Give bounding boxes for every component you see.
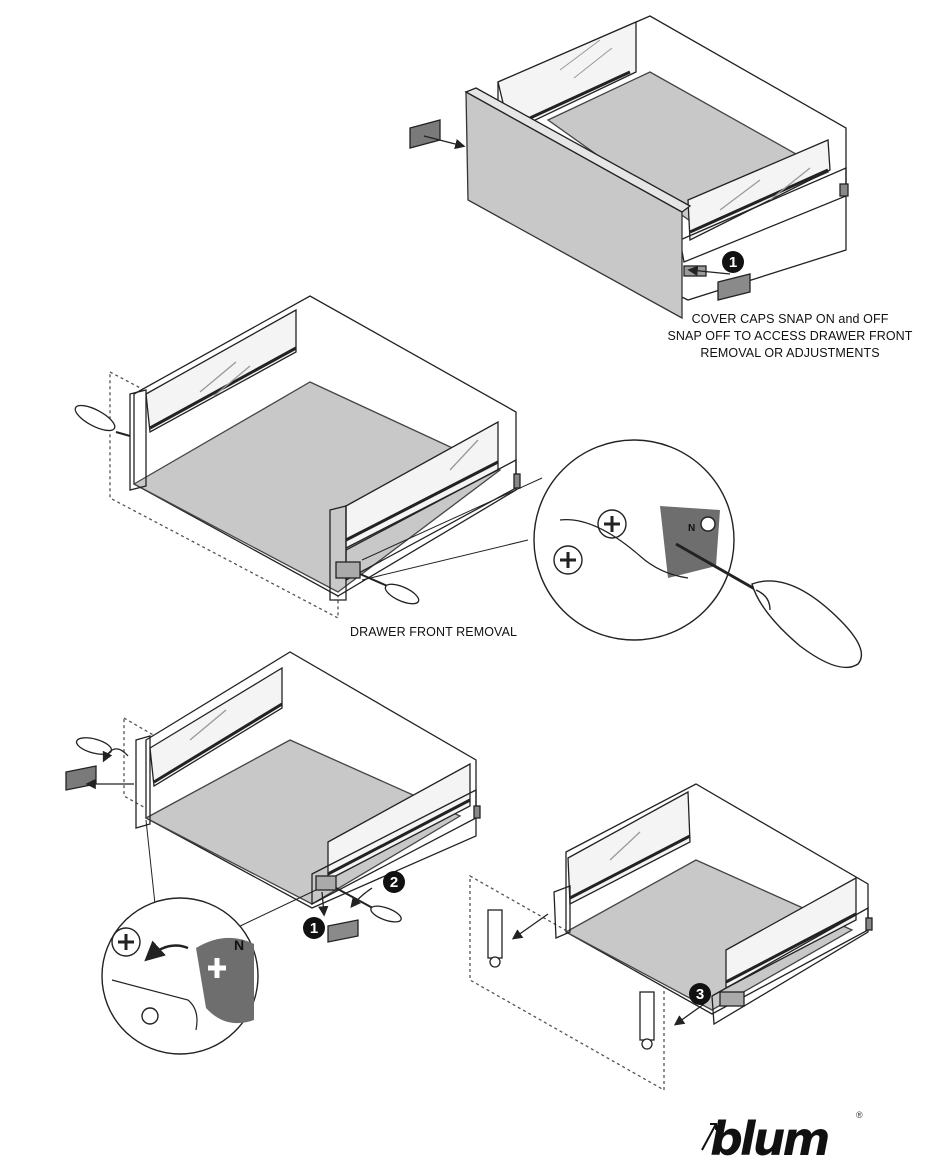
blum-arrow-icon (701, 1123, 717, 1151)
drawer-lower-left (65, 651, 481, 943)
drawer-front-removal-caption: DRAWER FRONT REMOVAL (350, 625, 518, 639)
blum-logo: blum (710, 1112, 830, 1166)
svg-text:1: 1 (310, 920, 318, 937)
drawer-middle (74, 295, 543, 620)
drawer-top (409, 15, 849, 320)
step-badge-1-lower: 1 (303, 917, 325, 939)
detail-n-lower: N (234, 937, 244, 953)
svg-text:1: 1 (729, 254, 737, 271)
detail-circle-lower (101, 897, 259, 1055)
caption-line-1: COVER CAPS SNAP ON and OFF (691, 312, 889, 326)
cover-caps-caption: COVER CAPS SNAP ON and OFF SNAP OFF TO A… (640, 311, 940, 362)
step-badge-1-top: 1 (722, 251, 744, 273)
step-badge-2: 2 (383, 871, 405, 893)
svg-text:3: 3 (696, 986, 704, 1003)
detail-n-upper: N (688, 523, 695, 534)
caption-line-2: SNAP OFF TO ACCESS DRAWER FRONT (667, 329, 913, 343)
drawer-lower-right (469, 783, 873, 1092)
caption-line-3: REMOVAL OR ADJUSTMENTS (700, 346, 880, 360)
detail-circle-upper (533, 439, 863, 669)
svg-text:2: 2 (390, 874, 398, 891)
registered-mark: ® (856, 1110, 863, 1120)
step-badge-3: 3 (689, 983, 711, 1005)
